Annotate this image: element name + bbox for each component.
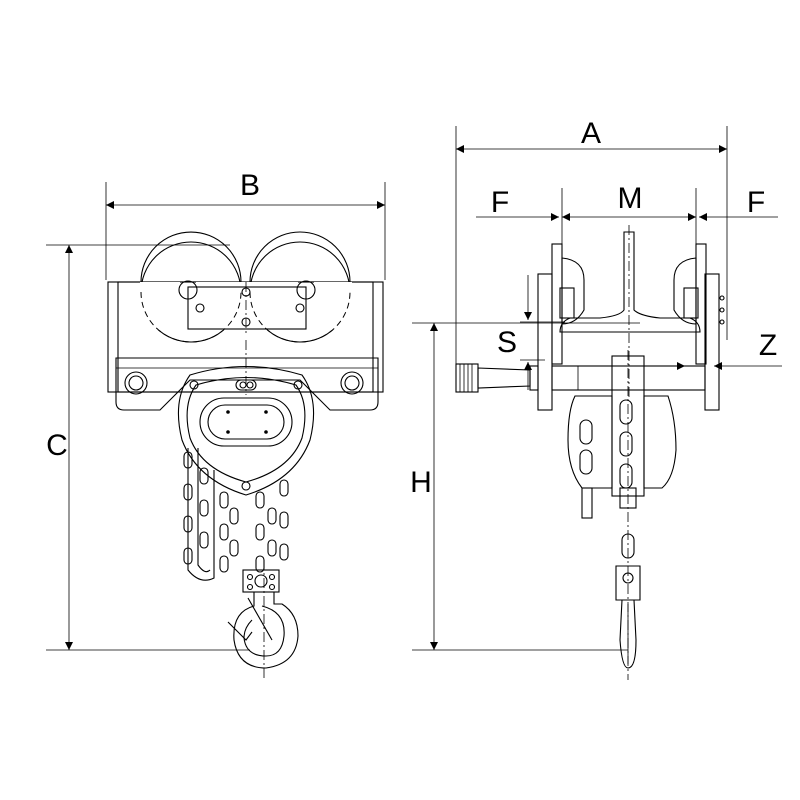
trolley-side-plates <box>537 243 725 411</box>
side-view: A F M F S Z <box>410 117 782 680</box>
dimension-b-label: B <box>240 169 260 202</box>
dimension-s-label: S <box>497 326 517 359</box>
cross-shaft <box>455 363 706 393</box>
dimension-f-right: F <box>699 186 778 221</box>
dimension-z: Z <box>660 329 782 370</box>
dimension-z-label: Z <box>759 329 777 362</box>
dimension-a: A <box>455 117 728 390</box>
dimension-b: B <box>105 169 386 280</box>
hook-side <box>615 533 641 669</box>
trolley-frame <box>107 231 384 411</box>
dimension-h-label: H <box>410 466 432 499</box>
hand-chain <box>183 448 289 581</box>
front-view: B C <box>46 169 386 680</box>
i-beam <box>559 225 701 400</box>
dimension-m: M <box>561 182 697 245</box>
dimension-a-label: A <box>581 117 601 150</box>
hook-assembly <box>227 560 299 680</box>
dimension-h: H <box>410 322 640 651</box>
dimension-f-left: F <box>476 186 559 221</box>
dimension-c: C <box>46 244 250 651</box>
dimension-f-right-label: F <box>747 186 765 219</box>
dimension-c-label: C <box>46 429 68 462</box>
hoist-side <box>567 350 677 680</box>
hoist-body <box>177 366 315 496</box>
dimension-s: S <box>497 275 565 390</box>
dimension-f-left-label: F <box>491 186 509 219</box>
dimension-m-label: M <box>618 182 643 215</box>
